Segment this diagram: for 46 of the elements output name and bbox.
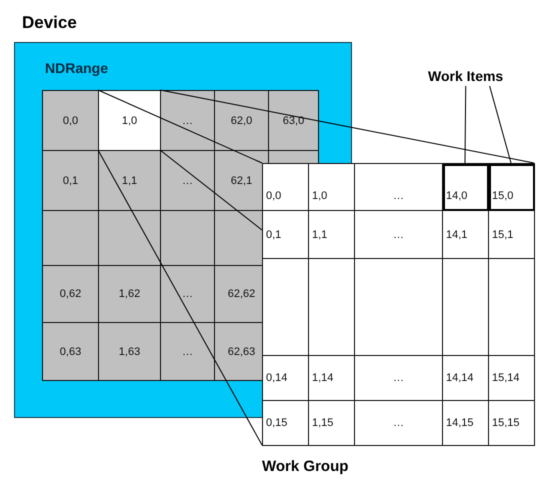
index-label: 0,63 — [60, 346, 82, 358]
index-label: 0,0 — [266, 190, 282, 202]
index-label: 1,14 — [312, 372, 334, 384]
index-label: 62,1 — [230, 174, 252, 186]
index-label: 62,62 — [228, 288, 256, 300]
ellipsis-text: … — [182, 114, 193, 126]
index-label: 0,14 — [266, 372, 288, 384]
index-label: 15,1 — [492, 228, 514, 240]
zoom-line — [98, 90, 262, 164]
index-label: 14,1 — [446, 228, 468, 240]
index-label: 0,1 — [266, 228, 282, 240]
index-label: 62,63 — [228, 346, 256, 358]
work-item-cell: 15,0 — [489, 164, 535, 211]
index-label: 15,14 — [492, 372, 520, 384]
leader-line — [489, 86, 512, 164]
index-label: 14,15 — [446, 417, 474, 429]
index-label: 63,0 — [282, 114, 304, 126]
work-item-cell: 14,0 — [443, 164, 489, 211]
leader-line — [464, 86, 466, 164]
index-label: 1,15 — [312, 417, 334, 429]
index-label: 62,0 — [230, 114, 252, 126]
index-label: 0,62 — [60, 288, 82, 300]
ellipsis-text: … — [182, 174, 193, 186]
index-label: 1,63 — [118, 346, 140, 358]
index-label: 1,0 — [312, 190, 328, 202]
ellipsis-text: … — [182, 346, 193, 358]
ellipsis-text: … — [393, 372, 404, 384]
zoom-line — [160, 150, 262, 230]
index-label: 1,1 — [122, 174, 138, 186]
index-label: 0,1 — [62, 174, 78, 186]
device-title: Device — [22, 14, 77, 31]
selected-work-group-cell: 1,0 — [99, 91, 161, 151]
work-group-title: Work Group — [262, 459, 348, 474]
index-label: 0,0 — [62, 114, 78, 126]
ndrange-title: NDRange — [45, 61, 108, 75]
ellipsis-text: … — [393, 228, 404, 240]
zoom-line — [98, 150, 262, 446]
ellipsis-text: … — [393, 417, 404, 429]
ellipsis-text: … — [393, 190, 404, 202]
index-label: 15,15 — [492, 417, 520, 429]
work-items-title: Work Items — [428, 69, 504, 83]
ellipsis-text: … — [182, 288, 193, 300]
index-label: 14,14 — [446, 372, 474, 384]
index-label: 1,1 — [312, 228, 328, 240]
index-label: 1,62 — [118, 288, 140, 300]
index-label: 0,15 — [266, 417, 288, 429]
